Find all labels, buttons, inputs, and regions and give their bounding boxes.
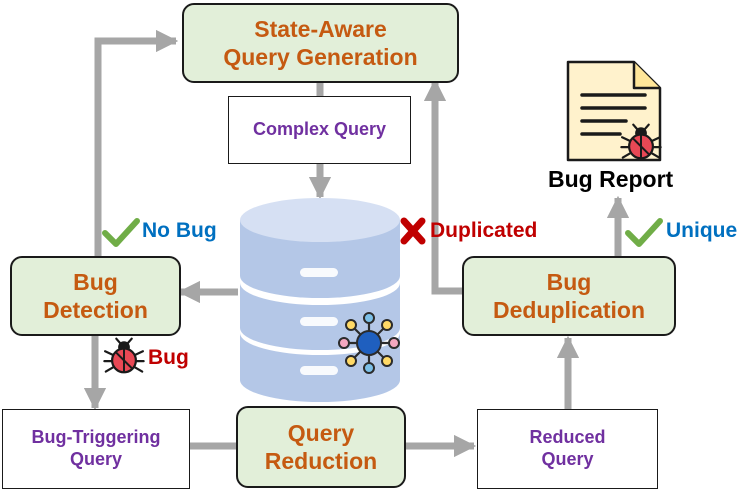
edge-detection-to-generation: [94, 29, 179, 256]
bug-detection-node: Bug Detection: [10, 256, 181, 336]
query-generation-node: State-Aware Query Generation: [182, 3, 459, 83]
check-icon: [102, 218, 663, 247]
database-icon: [240, 198, 400, 402]
cross-icon: [400, 217, 426, 245]
bug-deduplication-node: Bug Deduplication: [462, 256, 676, 336]
complex-query-node: Complex Query: [228, 96, 411, 164]
bug-triggering-query-node: Bug-Triggering Query: [2, 409, 190, 489]
unique-label: Unique: [666, 219, 738, 242]
reduced-query-node: Reduced Query: [477, 409, 658, 489]
bug-icons: [103, 123, 662, 374]
network-icon: [338, 312, 400, 374]
bug-report-label: Bug Report: [548, 166, 674, 192]
bug-label: Bug: [148, 346, 189, 369]
edges: [83, 29, 630, 458]
duplicated-label: Duplicated: [430, 219, 538, 242]
bug-icon: [620, 123, 662, 160]
no-bug-label: No Bug: [142, 219, 217, 242]
query-reduction-node: Query Reduction: [236, 406, 406, 488]
edge-duplicated-to-generation: [423, 78, 464, 295]
bug-icon: [103, 337, 145, 374]
